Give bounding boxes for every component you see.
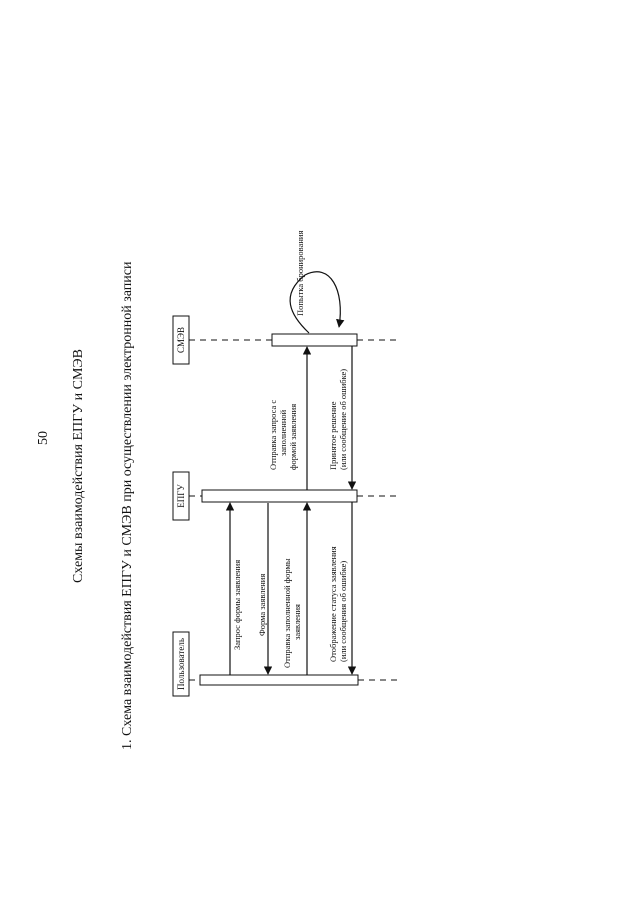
activation-bar-user: [199, 674, 359, 686]
arrow-booking-attempt-loop: [289, 271, 345, 334]
label-request-form: Запрос формы заявления: [232, 560, 242, 650]
message-arrows: [225, 271, 357, 675]
label-send-request-line-3: формой заявления: [288, 404, 298, 470]
label-booking-attempt: Попытка бронирования: [295, 231, 305, 316]
actor-smev: СМЭВ: [172, 315, 190, 365]
lifelines: [189, 339, 400, 681]
actor-user: Пользователь: [172, 631, 190, 697]
label-decision-line-2: (или сообщение об ошибке): [338, 369, 348, 470]
label-display-status-line-1: Отображение статуса заявления: [328, 546, 338, 662]
page-number: 50: [36, 431, 51, 445]
label-display-status-line-2: (или сообщения об ошибке): [338, 561, 348, 662]
label-display-status: Отображение статуса заявления (или сообщ…: [328, 544, 348, 662]
label-decision-line-1: Принятое решение: [328, 401, 338, 470]
section-title: 1. Схема взаимодействия ЕПГУ и СМЭВ при …: [120, 261, 135, 750]
actor-epgu: ЕПГУ: [172, 471, 190, 521]
label-send-request-line-2: заполненной: [278, 409, 288, 456]
label-send-request: Отправка запроса с заполненной формой за…: [268, 398, 298, 470]
label-send-filled-form-line-1: Отправка заполненной формы: [282, 558, 292, 668]
actor-user-label: Пользователь: [176, 638, 186, 690]
label-decision: Принятое решение (или сообщение об ошибк…: [328, 369, 348, 470]
label-send-filled-form-line-2: заявления: [292, 604, 302, 640]
actor-epgu-label: ЕПГУ: [176, 484, 186, 508]
actor-user-box: [172, 631, 190, 697]
actor-smev-label: СМЭВ: [176, 327, 186, 353]
label-send-filled-form: Отправка заполненной формы заявления: [282, 556, 302, 668]
message-labels: Запрос формы заявления Форма заявления О…: [232, 231, 348, 668]
activation-bar-epgu: [201, 489, 358, 503]
activation-bar-smev: [271, 333, 358, 347]
label-send-request-line-1: Отправка запроса с: [268, 400, 278, 470]
label-form: Форма заявления: [257, 574, 267, 636]
page-heading: Схемы взаимодействия ЕПГУ и СМЭВ: [71, 349, 86, 583]
